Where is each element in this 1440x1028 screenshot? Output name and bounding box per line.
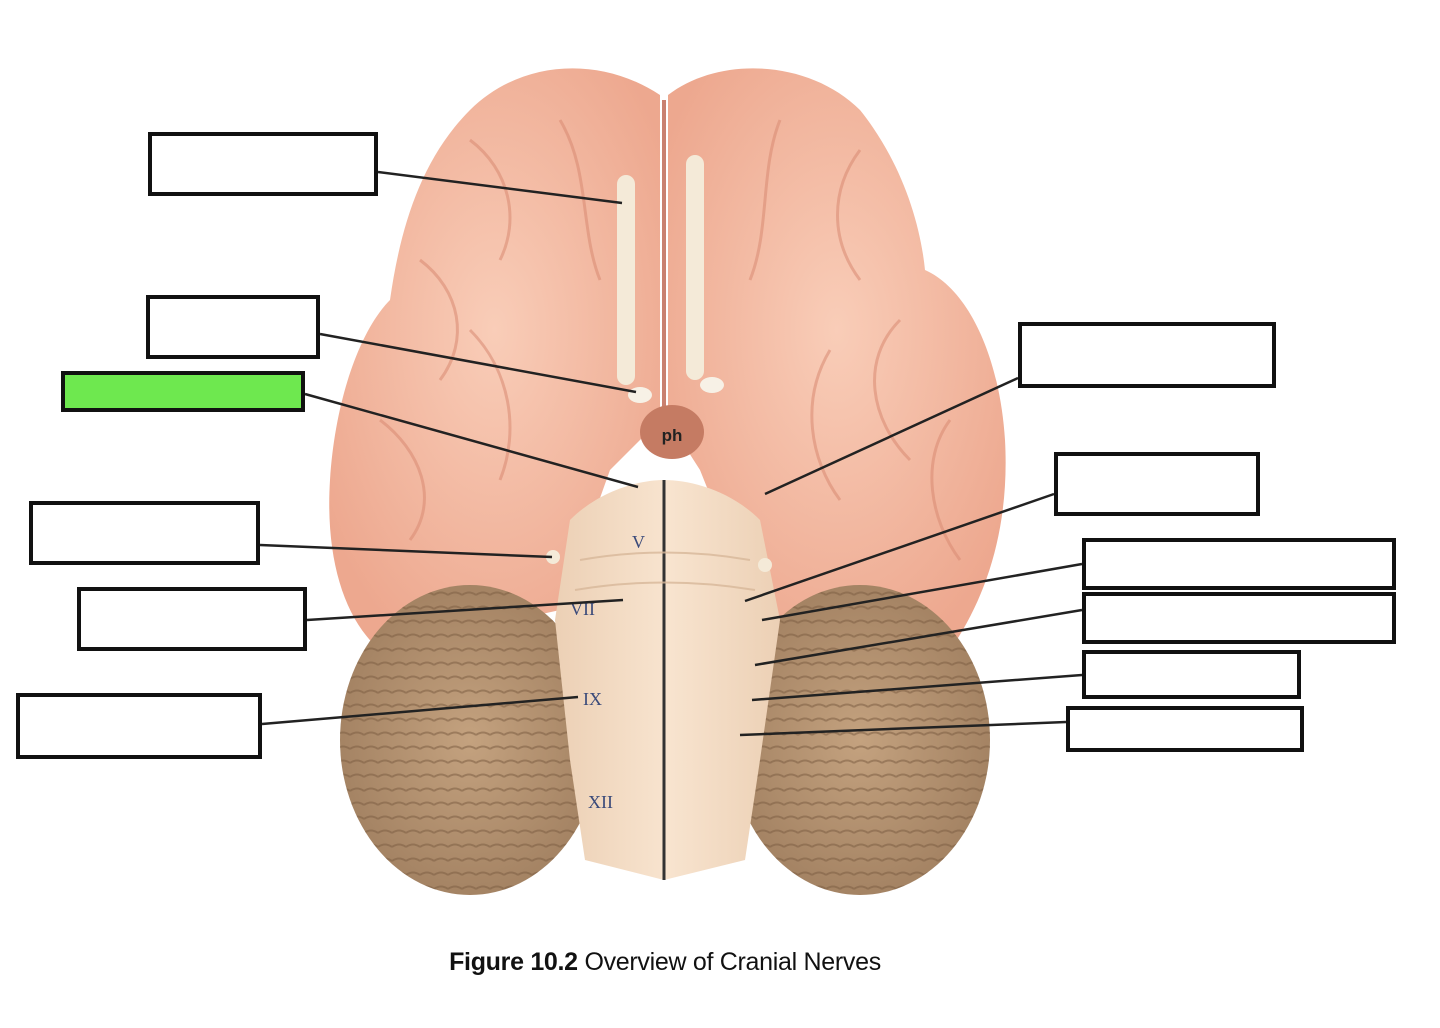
figure-caption: Figure 10.2 Overview of Cranial Nerves: [0, 948, 1330, 977]
leader-line-trochlear-nerve: [764, 376, 1019, 496]
leader-line-facial-nerve: [306, 598, 624, 622]
label-box-abducens-nerve[interactable]: [1054, 452, 1260, 516]
label-box-facial-nerve[interactable]: [77, 587, 307, 651]
caption-text: Overview of Cranial Nerves: [584, 948, 881, 976]
leader-line-abducens-nerve: [744, 492, 1055, 603]
brainstem: ph V VII IX XII: [546, 377, 780, 880]
label-box-vestibulocochlear-nerve[interactable]: [1082, 538, 1396, 590]
caption-number: Figure 10.2: [449, 948, 578, 976]
label-box-trochlear-nerve[interactable]: [1018, 322, 1276, 388]
label-box-hypoglossal-nerve[interactable]: [16, 693, 262, 759]
leader-line-vagus-nerve: [751, 673, 1083, 702]
leader-line-vestibulocochlear-nerve: [761, 562, 1083, 622]
cerebrum: [329, 68, 1006, 651]
leader-line-accessory-nerve: [739, 720, 1067, 737]
model-marking-xii: XII: [588, 792, 613, 812]
leader-line-optic-nerve: [319, 332, 637, 394]
label-box-olfactory-tract[interactable]: [148, 132, 378, 196]
label-box-vagus-nerve[interactable]: [1082, 650, 1301, 699]
label-box-accessory-nerve[interactable]: [1066, 706, 1304, 752]
label-box-oculomotor-nerve[interactable]: [61, 371, 305, 412]
label-box-optic-nerve[interactable]: [146, 295, 320, 359]
pituitary-marking: ph: [662, 426, 683, 445]
leader-line-olfactory-tract: [377, 170, 623, 205]
right-frontal-lobe: [668, 68, 1006, 651]
label-box-trigeminal-nerve[interactable]: [29, 501, 260, 565]
pituitary-gland: [640, 405, 704, 459]
label-box-glossopharyngeal-nerve[interactable]: [1082, 592, 1396, 644]
model-marking-ix: IX: [583, 689, 602, 709]
leader-line-glossopharyngeal-nerve: [754, 608, 1083, 667]
leader-line-trigeminal-nerve: [259, 543, 553, 559]
leader-line-hypoglossal-nerve: [261, 695, 579, 726]
leader-line-oculomotor-nerve: [304, 392, 639, 489]
model-marking-v: V: [632, 532, 645, 552]
left-frontal-lobe: [329, 68, 660, 651]
cerebellum: [340, 585, 990, 895]
